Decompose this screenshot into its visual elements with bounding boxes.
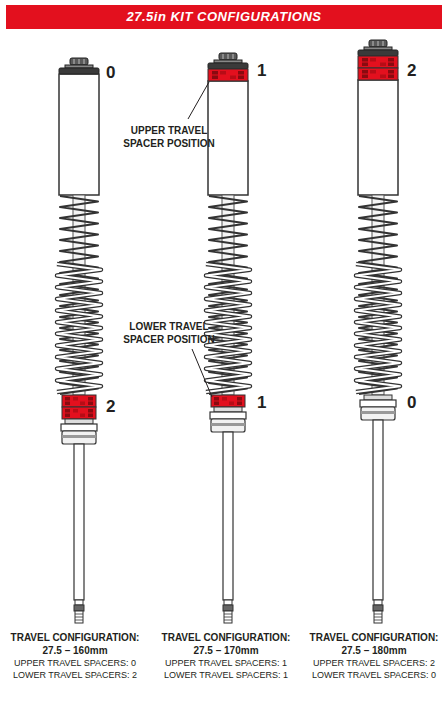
leader-line	[188, 82, 209, 119]
coil-spring	[356, 264, 400, 392]
configuration-caption: UPPER TRAVEL SPACERS: 0	[5, 658, 145, 669]
callout-label: LOWER TRAVEL SPACER POSITION	[116, 320, 222, 346]
configuration-caption: 27.5 – 170mm	[156, 645, 296, 657]
callout-number: 0	[106, 64, 115, 82]
configuration-caption: UPPER TRAVEL SPACERS: 1	[156, 658, 296, 669]
title-banner: 27.5in KIT CONFIGURATIONS	[6, 5, 442, 29]
callout-number: 0	[407, 394, 416, 412]
coil-spring	[206, 264, 250, 392]
configuration-caption: TRAVEL CONFIGURATION:	[156, 632, 296, 644]
title-text: 27.5in KIT CONFIGURATIONS	[6, 5, 442, 29]
configuration-caption: UPPER TRAVEL SPACERS: 2	[304, 658, 444, 669]
callout-label: UPPER TRAVEL SPACER POSITION	[116, 124, 222, 150]
callout-number: 2	[106, 398, 115, 416]
coil-spring	[57, 264, 101, 392]
fork-cartridge	[356, 40, 400, 623]
coil-spring	[57, 264, 101, 392]
configuration-caption: 27.5 – 180mm	[304, 645, 444, 657]
leader-line	[192, 349, 212, 397]
callout-number: 2	[407, 62, 416, 80]
coil-spring	[206, 264, 250, 392]
configuration-caption: LOWER TRAVEL SPACERS: 1	[156, 670, 296, 681]
configuration-caption: TRAVEL CONFIGURATION:	[304, 632, 444, 644]
configuration-caption: LOWER TRAVEL SPACERS: 0	[304, 670, 444, 681]
configuration-caption: LOWER TRAVEL SPACERS: 2	[5, 670, 145, 681]
configuration-caption: TRAVEL CONFIGURATION:	[5, 632, 145, 644]
callout-number: 1	[257, 394, 266, 412]
configuration-caption: 27.5 – 160mm	[5, 645, 145, 657]
callout-number: 1	[257, 62, 266, 80]
coil-spring	[356, 264, 400, 392]
fork-cartridge	[57, 58, 101, 623]
